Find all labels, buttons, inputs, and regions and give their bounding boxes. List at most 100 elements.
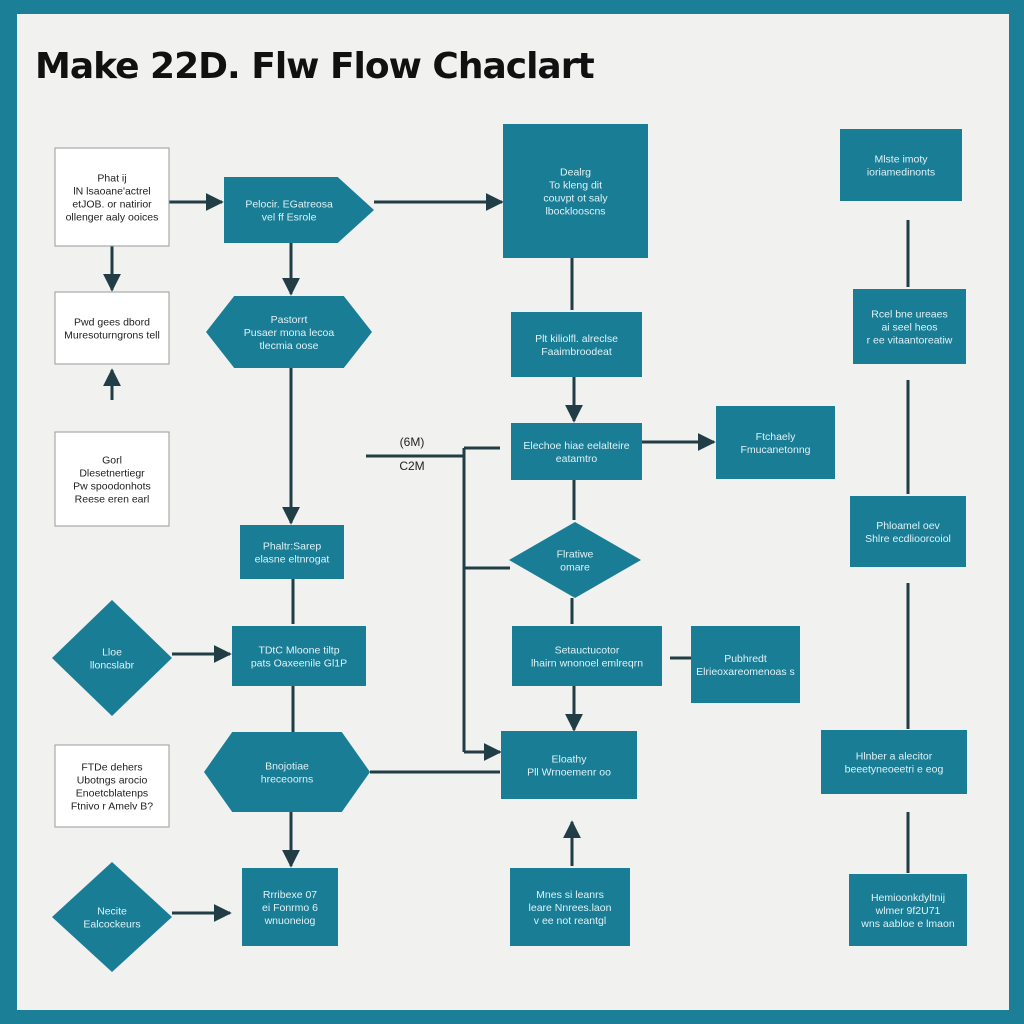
node-label: lloncslabr	[90, 660, 135, 672]
node-label: lN lsaoane'actrel	[73, 186, 150, 198]
node-shape	[54, 291, 170, 365]
page-title: Make 22D. Flw Flow Chaclart	[35, 46, 595, 87]
node-label: Muresoturngrons tell	[64, 330, 160, 342]
node-label: ei Fonrmo 6	[262, 902, 318, 914]
node-label: Phat ij	[97, 173, 126, 185]
node-label: Ealcockeurs	[83, 919, 140, 931]
node-shape	[52, 600, 172, 716]
node-label: Setauctucotor	[555, 645, 620, 657]
node-label: To kleng dit	[549, 180, 602, 192]
node-shape	[850, 496, 966, 567]
node-label: Hemioonkdyltnij	[871, 892, 945, 904]
node-shape	[52, 862, 172, 972]
node-label: lhairn wnonoel emlreqrn	[531, 658, 643, 670]
node-label: couvpt ot saly	[543, 193, 608, 205]
node-shape	[242, 868, 338, 946]
node-label: Necite	[97, 906, 127, 918]
node-label: Pll Wrnoemenr oo	[527, 767, 611, 779]
node-shape	[849, 874, 967, 946]
node-label: Hlnber a alecitor	[856, 751, 933, 763]
node-label: Rcel bne ureaes	[871, 309, 947, 321]
node-label: Pelocir. EGatreosa	[245, 199, 333, 211]
node-label: Bnojotiae	[265, 761, 309, 773]
node-label: Mlste imoty	[874, 154, 928, 166]
node-shape	[511, 423, 642, 480]
edge-label: C2M	[399, 459, 424, 473]
node-shape	[501, 731, 637, 799]
node-label: Flratiwe	[557, 549, 594, 561]
node-label: Ubotngs arocio	[77, 775, 148, 787]
node-label: beeetyneoeetri e eog	[845, 764, 944, 776]
node-label: Plt kiliolfl. alreclse	[535, 333, 618, 345]
node-shape	[716, 406, 835, 479]
node-shape	[821, 730, 967, 794]
node-shape	[503, 124, 648, 258]
node-label: Phloamel oev	[876, 520, 940, 532]
node-shape	[853, 289, 966, 364]
node-shape	[232, 626, 366, 686]
node-label: Pusaer mona lecoa	[244, 327, 335, 339]
node-shape	[54, 431, 170, 527]
node-label: r ee vitaantoreatiw	[867, 335, 953, 347]
node-label: v ee not reantgl	[534, 915, 606, 927]
node-label: ollenger aaly ooices	[66, 212, 159, 224]
node-label: Gorl	[102, 455, 122, 467]
node-label: Elechoe hiae eelalteire	[523, 440, 629, 452]
node-label: tlecmia oose	[260, 340, 319, 352]
node-shape	[510, 868, 630, 946]
node-label: Dealrg	[560, 167, 591, 179]
node-shape	[204, 732, 370, 812]
node-shape	[691, 626, 800, 703]
node-label: lbocklooscns	[545, 206, 605, 218]
edge-labels: (6M) C2M	[399, 435, 424, 473]
node-label: pats Oaxeenile Gl1P	[251, 658, 347, 670]
node-shape	[224, 177, 374, 243]
node-label: ioriamedinonts	[867, 167, 935, 179]
node-label: Fmucanetonng	[740, 444, 810, 456]
node-label: wlmer 9f2U71	[875, 905, 941, 917]
edge-label: (6M)	[400, 435, 425, 449]
node-label: Ftnivo r Amelv B?	[71, 801, 153, 813]
node-label: ai seel heos	[881, 322, 937, 334]
node-label: elasne eltnrogat	[255, 554, 330, 566]
node-label: Reese eren earl	[75, 494, 150, 506]
node-label: Mnes si leanrs	[536, 889, 604, 901]
node-label: Dlesetnertiegr	[79, 468, 145, 480]
node-shape	[509, 522, 641, 598]
node-label: wnuoneiog	[264, 915, 316, 927]
node-label: Pastorrt	[271, 314, 308, 326]
node-label: leare Nnrees.laon	[529, 902, 612, 914]
node-label: wns aabloe e lmaon	[860, 918, 955, 930]
node-label: Ftchaely	[756, 431, 796, 443]
node-label: Pubhredt	[724, 653, 767, 665]
node-label: etJOB. or natirior	[72, 199, 152, 211]
